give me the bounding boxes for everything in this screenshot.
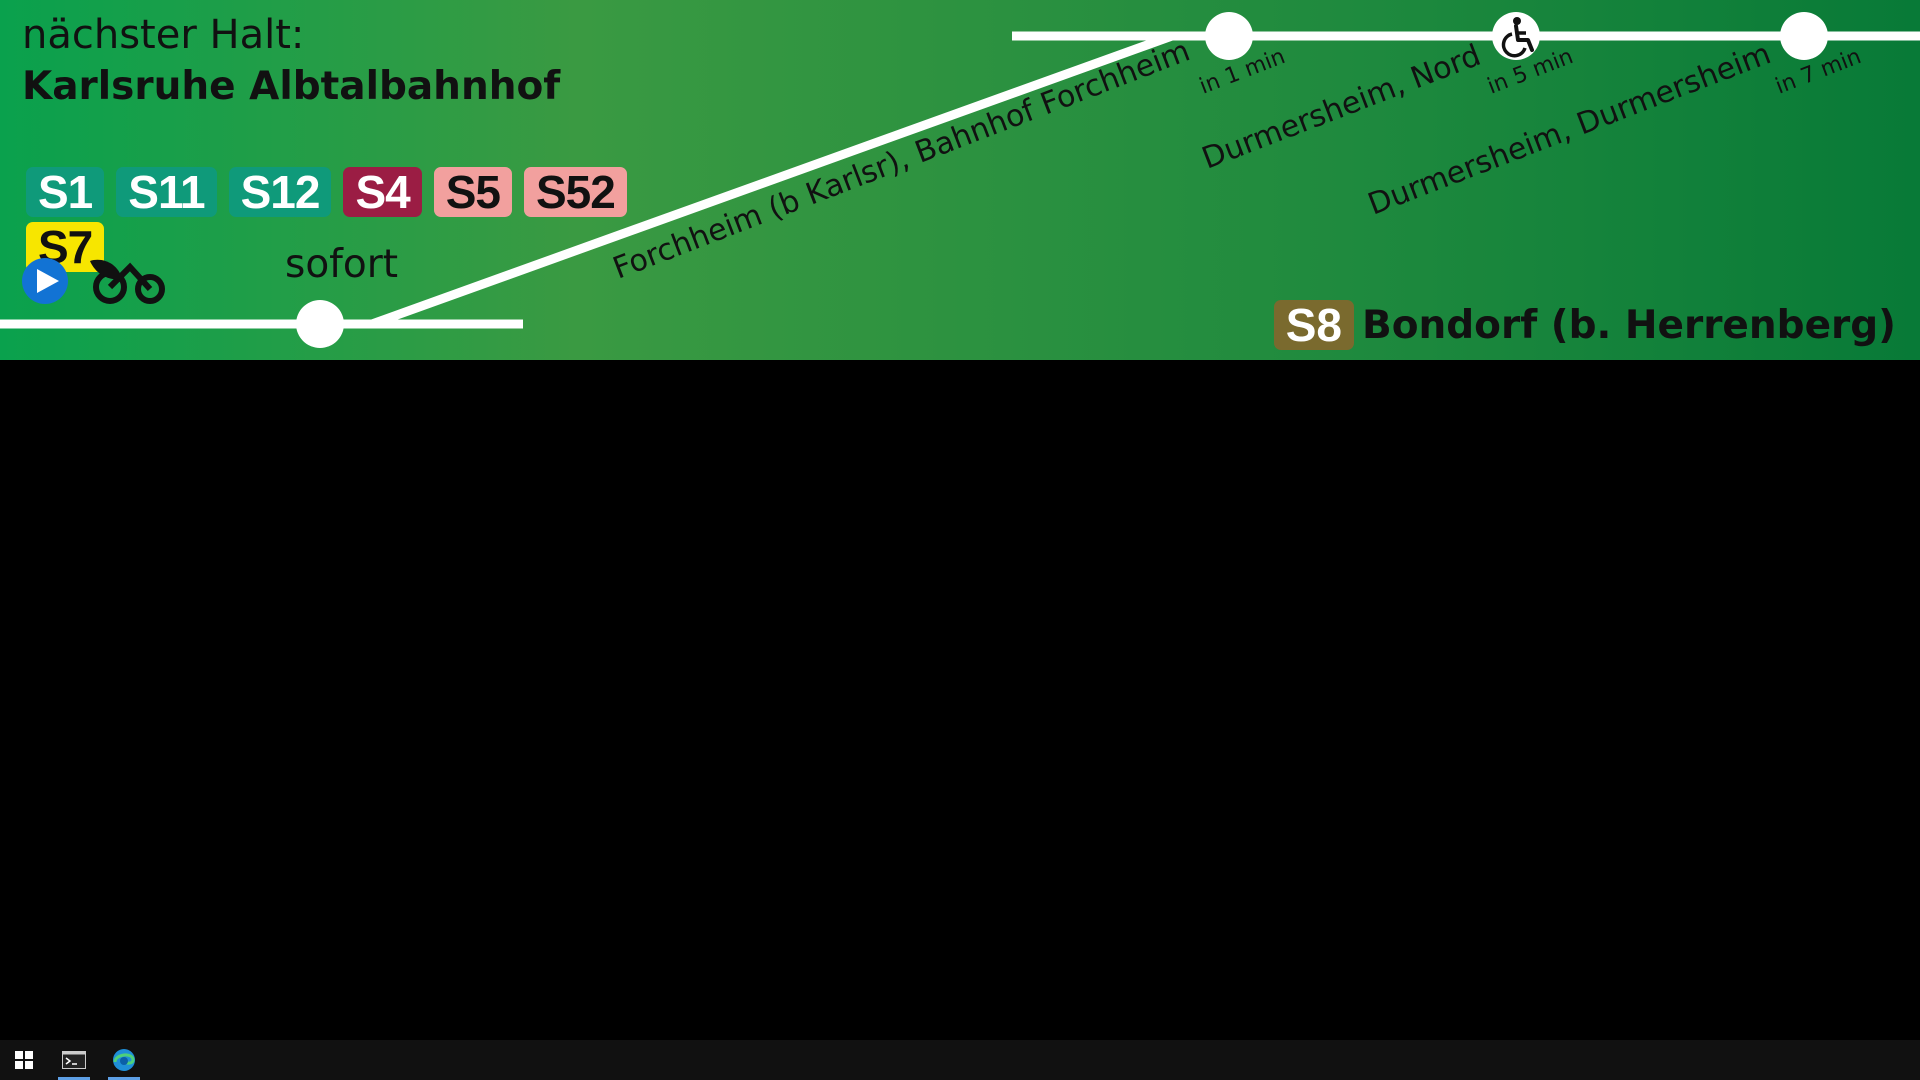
destination-name: Bondorf (b. Herrenberg): [1361, 302, 1896, 348]
edge-browser-icon: [113, 1049, 135, 1071]
stop-node-1: [1205, 12, 1253, 60]
windows-icon: [15, 1051, 33, 1069]
line-badge: S11: [116, 166, 217, 218]
next-stop-time: sofort: [285, 242, 399, 287]
line-badge: S1: [26, 166, 105, 218]
line-badge: S52: [523, 166, 627, 218]
active-indicator: [58, 1077, 90, 1080]
line-badge: S12: [228, 166, 332, 218]
terminal-icon: [62, 1051, 86, 1069]
bicycle-icon: [90, 259, 165, 304]
next-stop-label: nächster Halt:: [22, 12, 305, 58]
start-button[interactable]: [0, 1040, 48, 1080]
line-badges: S1 S11 S12 S4 S5 S52: [26, 166, 627, 218]
stop-node-current: [296, 300, 344, 348]
play-icon: [22, 258, 68, 304]
active-indicator: [108, 1077, 140, 1080]
route-display-banner: nächster Halt: Karlsruhe Albtalbahnhof S…: [0, 0, 1920, 360]
track-connector: [370, 31, 1174, 329]
wheelchair-icon: [1501, 17, 1534, 58]
taskbar: [0, 1040, 1920, 1080]
destination-line-badge: S8: [1273, 299, 1354, 351]
taskbar-terminal-button[interactable]: [50, 1040, 98, 1080]
next-stop-name: Karlsruhe Albtalbahnhof: [22, 64, 561, 109]
taskbar-edge-button[interactable]: [100, 1040, 148, 1080]
line-badge: S4: [343, 166, 422, 218]
upcoming-stop-name: Forchheim (b Karlsr), Bahnhof Forchheim: [608, 33, 1194, 286]
destination: S8 Bondorf (b. Herrenberg): [1273, 299, 1896, 351]
route-map: Forchheim (b Karlsr), Bahnhof Forchheim …: [0, 12, 1920, 348]
line-badge: S5: [433, 166, 512, 218]
stop-node-3: [1780, 12, 1828, 60]
